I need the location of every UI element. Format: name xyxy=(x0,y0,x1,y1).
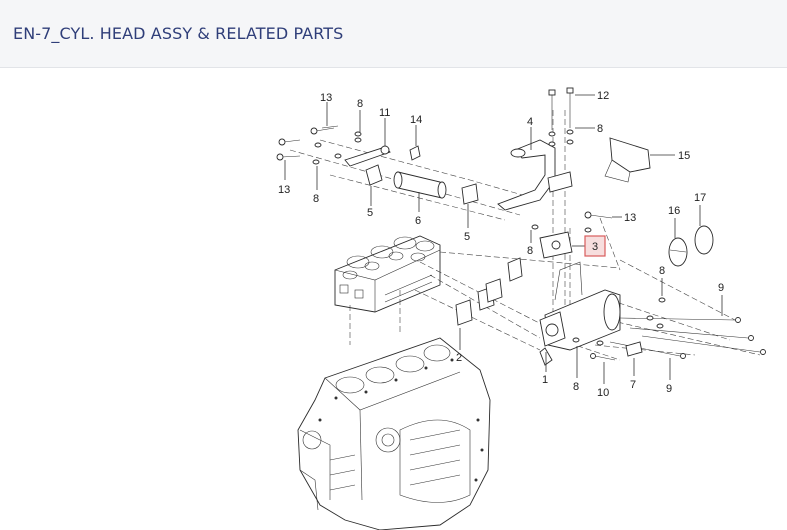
callout-4[interactable]: 4 xyxy=(527,116,533,128)
callout-3-highlight[interactable] xyxy=(584,235,606,257)
callout-11[interactable]: 11 xyxy=(379,107,390,119)
intake-pipe-assembly xyxy=(276,87,651,259)
exhaust-manifold xyxy=(539,225,766,366)
exhaust-gaskets xyxy=(455,257,523,326)
callout-2[interactable]: 2 xyxy=(456,352,462,364)
callout-15[interactable]: 15 xyxy=(678,150,690,162)
callout-9[interactable]: 9 xyxy=(718,282,724,294)
callout-7[interactable]: 7 xyxy=(630,379,636,391)
callout-8[interactable]: 8 xyxy=(357,98,363,110)
callout-12[interactable]: 12 xyxy=(597,90,609,102)
callout-5[interactable]: 5 xyxy=(367,207,373,219)
callout-8[interactable]: 8 xyxy=(313,193,319,205)
parts-diagram: 13 8 11 14 13 8 5 6 5 4 12 8 15 13 8 3 1… xyxy=(0,69,787,530)
callout-16[interactable]: 16 xyxy=(668,205,680,217)
callout-9[interactable]: 9 xyxy=(666,383,672,395)
callout-labels: 13 8 11 14 13 8 5 6 5 4 12 8 15 13 8 3 1… xyxy=(278,90,724,399)
callout-10[interactable]: 10 xyxy=(597,387,609,399)
page-header: EN-7_CYL. HEAD ASSY & RELATED PARTS xyxy=(0,0,787,68)
callout-8[interactable]: 8 xyxy=(527,245,533,257)
callout-13[interactable]: 13 xyxy=(624,212,636,224)
leader-lines xyxy=(284,94,723,384)
callout-8[interactable]: 8 xyxy=(573,381,579,393)
callout-6[interactable]: 6 xyxy=(415,215,421,227)
callout-8[interactable]: 8 xyxy=(659,265,665,277)
callout-3[interactable]: 3 xyxy=(592,241,598,253)
cylinder-head xyxy=(334,235,441,345)
callout-1[interactable]: 1 xyxy=(542,374,548,386)
callout-8[interactable]: 8 xyxy=(597,123,603,135)
callout-14[interactable]: 14 xyxy=(410,114,422,126)
callout-5[interactable]: 5 xyxy=(464,231,470,243)
page-title: EN-7_CYL. HEAD ASSY & RELATED PARTS xyxy=(13,24,344,43)
exploded-view-drawing: 13 8 11 14 13 8 5 6 5 4 12 8 15 13 8 3 1… xyxy=(276,87,766,530)
engine-block xyxy=(297,337,491,530)
callout-13[interactable]: 13 xyxy=(278,184,290,196)
callout-17[interactable]: 17 xyxy=(694,192,706,204)
callout-13[interactable]: 13 xyxy=(320,92,332,104)
